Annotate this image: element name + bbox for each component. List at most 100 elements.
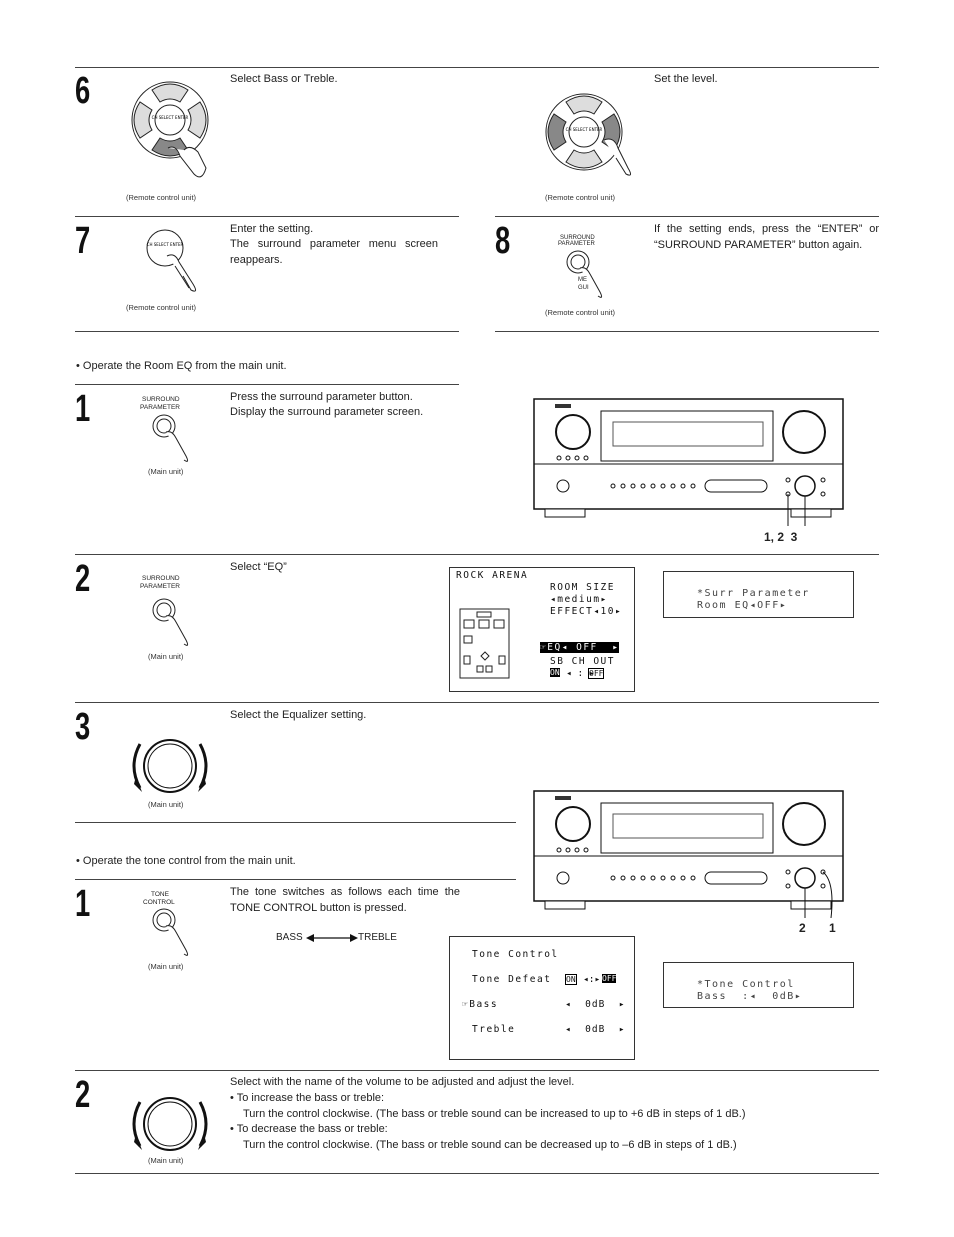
step-text: Turn the control clockwise. (The bass or… <box>243 1108 746 1120</box>
osd-bass[interactable]: ☞Bass <box>462 999 499 1010</box>
divider <box>75 1070 879 1071</box>
button-label: SURROUND <box>142 575 180 582</box>
step-text: The tone switches as follows each time t… <box>230 886 460 914</box>
osd-effect: EFFECT◂10▸ <box>550 606 623 617</box>
enter-button-icon: CH SELECT ENTER <box>146 229 197 292</box>
cursor-pad-icon: CH SELECT ENTER <box>131 81 209 178</box>
button-label: SURROUND <box>560 235 595 241</box>
osd-sb-sep: ◂ : ▸ <box>566 668 595 679</box>
osd-tone-defeat: Tone Defeat <box>472 974 552 985</box>
caption: (Remote control unit) <box>545 308 616 317</box>
osd-treble-value: ◂ 0dB ▸ <box>565 1024 626 1035</box>
osd-title: ROCK ARENA <box>456 570 529 581</box>
bullet-note: • Operate the Room EQ from the main unit… <box>76 360 287 372</box>
step-number: 2 <box>75 1074 91 1116</box>
step-text: Select the Equalizer setting. <box>230 709 367 721</box>
divider <box>75 702 879 703</box>
button-label: TONE <box>151 891 169 898</box>
fl-line-1: *Surr Parameter <box>697 588 810 599</box>
step-number: 3 <box>75 706 91 748</box>
divider <box>75 554 879 555</box>
divider <box>75 384 459 385</box>
caption: (Remote control unit) <box>126 193 197 202</box>
step-bullet: • To decrease the bass or treble: <box>230 1123 388 1135</box>
caption: (Remote control unit) <box>126 303 197 312</box>
caption: (Main unit) <box>148 1156 184 1165</box>
divider <box>75 216 459 217</box>
fl-line-1: *Tone Control <box>697 979 795 990</box>
step-text: If the setting ends, press the “ENTER” o… <box>654 223 879 251</box>
divider <box>75 67 879 68</box>
front-display: *Tone Control Bass :◂ 0dB▸ <box>663 962 854 1008</box>
step-text: Enter the setting. <box>230 223 314 235</box>
osd-screen: ROCK ARENA ROOM SIZE ◂medium▸ EFFECT◂10▸… <box>449 567 635 692</box>
callout-label: 2 <box>799 921 806 935</box>
step-text: Press the surround parameter button. <box>230 391 413 403</box>
button-label: PARAMETER <box>140 404 180 411</box>
step-number: 1 <box>75 883 91 925</box>
button-label: SURROUND <box>142 396 180 403</box>
caption: (Main unit) <box>148 467 184 476</box>
pad-label: CH SELECT ENTER <box>152 115 189 120</box>
callout-label: 1 <box>829 921 836 935</box>
osd-sb-ch-out: SB CH OUT <box>550 656 615 667</box>
step-text: Select with the name of the volume to be… <box>230 1076 575 1088</box>
pad-label: CH SELECT ENTER <box>566 127 603 132</box>
step-number: 1 <box>75 388 91 430</box>
caption: (Main unit) <box>148 800 184 809</box>
bullet-note: • Operate the tone control from the main… <box>76 855 296 867</box>
step-text: Select “EQ” <box>230 561 287 573</box>
step-text: Set the level. <box>654 73 718 85</box>
master-volume-knob-icon <box>132 739 208 793</box>
osd-treble: Treble <box>472 1024 516 1035</box>
caption: (Main unit) <box>148 962 184 971</box>
treble-label: TREBLE <box>358 932 397 943</box>
callout-label: 1, 2 3 <box>764 530 798 544</box>
speaker-layout-icon <box>459 608 510 679</box>
divider <box>75 331 459 332</box>
divider <box>75 879 516 880</box>
divider <box>495 331 879 332</box>
step-text: Select Bass or Treble. <box>230 73 338 85</box>
receiver-front-panel-image <box>533 398 844 526</box>
divider <box>75 822 516 823</box>
step-number: 7 <box>75 220 91 262</box>
step-text: Turn the control clockwise. (The bass or… <box>243 1139 737 1151</box>
double-arrow-icon <box>306 934 358 942</box>
fl-line-2: Room EQ◂OFF▸ <box>697 600 788 611</box>
step-text: The surround parameter menu screen reapp… <box>230 238 438 266</box>
osd-medium: ◂medium▸ <box>550 594 608 605</box>
step-text: Display the surround parameter screen. <box>230 406 424 418</box>
osd-on: ON <box>565 974 577 985</box>
divider <box>495 216 879 217</box>
osd-bass-value: ◂ 0dB ▸ <box>565 999 626 1010</box>
button-label: CONTROL <box>143 899 175 906</box>
partial-label: ME GUI <box>578 277 589 291</box>
master-volume-knob-icon <box>132 1097 208 1151</box>
osd-sb-off: OFF <box>588 668 605 679</box>
osd-screen: Tone Control Tone Defeat ON ◂:▸ OFF ☞Bas… <box>449 936 635 1060</box>
divider <box>75 1173 879 1174</box>
osd-title: Tone Control <box>472 949 559 960</box>
step-number: 6 <box>75 70 91 112</box>
fl-line-2: Bass :◂ 0dB▸ <box>697 991 803 1002</box>
surround-parameter-button-icon <box>566 250 603 298</box>
tone-control-button-icon <box>152 908 189 956</box>
front-display: *Surr Parameter Room EQ◂OFF▸ <box>663 571 854 618</box>
step-bullet: • To increase the bass or treble: <box>230 1092 385 1104</box>
cursor-pad-icon: CH SELECT ENTER <box>545 93 632 176</box>
bass-label: BASS <box>276 932 303 943</box>
button-label: CH SELECT ENTER <box>147 242 184 247</box>
osd-eq-selected[interactable]: ☞EQ◂ OFF ▸ <box>540 642 620 653</box>
osd-room-size: ROOM SIZE <box>550 582 615 593</box>
osd-off: OFF <box>602 974 617 983</box>
surround-parameter-button-icon <box>152 414 189 462</box>
receiver-front-panel-image <box>533 790 844 919</box>
surround-parameter-button-icon <box>152 598 189 646</box>
button-label: PARAMETER <box>558 241 595 247</box>
osd-sep: ◂:▸ <box>583 974 601 985</box>
step-number: 2 <box>75 558 91 600</box>
step-number: 8 <box>495 220 511 262</box>
caption: (Remote control unit) <box>545 193 616 202</box>
button-label: PARAMETER <box>140 583 180 590</box>
